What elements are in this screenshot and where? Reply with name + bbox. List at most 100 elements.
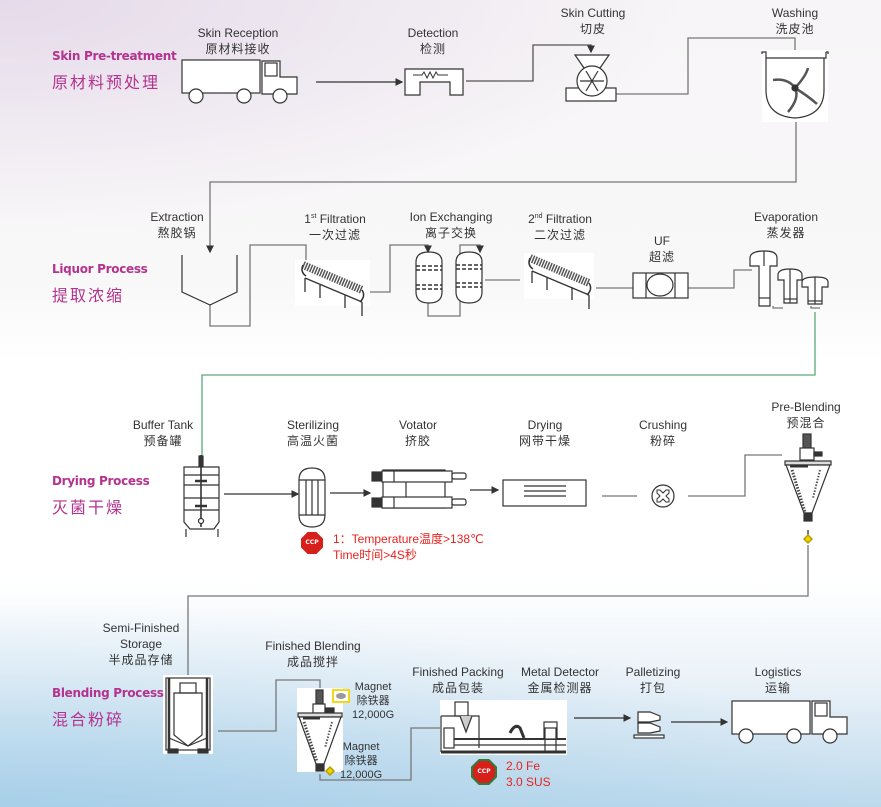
magnet-note-upper: Magnet 除铁器 12,000G: [352, 680, 394, 722]
step-cn: 洗皮池: [775, 22, 815, 36]
stage-en-label: Blending Process: [52, 686, 164, 700]
step-ion-exchanging: Ion Exchanging 离子交换: [410, 209, 493, 241]
flow-filter1-to-ion1: [368, 244, 432, 293]
ccp-note-metal-detection: 2.0 Fe 3.0 SUS: [506, 758, 551, 790]
step-cn: 打包: [639, 681, 667, 695]
stage-drying-process: Drying Process 灭菌干燥: [52, 474, 150, 518]
step-en: Buffer Tank: [132, 418, 194, 432]
magnet-strength: 12,000G: [340, 769, 383, 781]
cone-mixer-icon: [784, 433, 832, 522]
ccp-note-sterilizing: 1：Temperature温度>138℃ Time时间>4S秒: [333, 531, 484, 563]
step-en: Finished Packing: [412, 665, 504, 679]
filter-icon: [524, 253, 594, 309]
step-washing: Washing 洗皮池: [772, 5, 818, 37]
step-detection: Detection 检测: [408, 25, 459, 57]
truck-icon: [181, 59, 298, 104]
ccp-note-line: 1：Temperature温度>138℃: [333, 532, 484, 546]
step-pre-blending: Pre-Blending 预混合: [771, 399, 840, 431]
magnet-en: Magnet: [354, 681, 392, 693]
flow-evaporation-to-buffer-tank: [201, 312, 816, 460]
step-semi-finished-storage: Semi-Finished Storage 半成品存储: [103, 620, 180, 668]
step-cn: 粉碎: [649, 434, 676, 448]
step-cn: 高温火菌: [286, 434, 339, 448]
step-crushing: Crushing 粉碎: [639, 417, 687, 449]
magnet-cn: 除铁器: [356, 695, 390, 707]
magnet-note-lower: Magnet 除铁器 12,000G: [340, 740, 382, 782]
washing-tank-icon: [761, 50, 829, 122]
flow-crusher-to-preblending: [688, 454, 782, 497]
ccp-badge-icon: CCP: [473, 761, 495, 783]
step-cn: 成品搅拌: [286, 655, 339, 669]
step-en: Palletizing: [625, 665, 681, 679]
flow-extraction-to-filter1: [209, 244, 307, 327]
step-en: Semi-Finished: [102, 621, 180, 635]
step-en: Skin Reception: [197, 26, 279, 40]
pallet-icon: [633, 711, 665, 739]
ccp-note-line: 2.0 Fe: [506, 759, 541, 773]
step-skin-cutting: Skin Cutting 切皮: [561, 5, 626, 37]
step-uf: UF 超滤: [649, 233, 675, 265]
flow-storage-to-finished-blending: [218, 679, 321, 732]
crusher-icon: [651, 484, 675, 508]
step-filtration-2: 2nd Filtration 二次过滤: [528, 209, 592, 243]
ultrafilter-icon: [632, 272, 689, 299]
stage-liquor-process: Liquor Process 提取浓缩: [52, 262, 148, 306]
stage-cn-label: 提取浓缩: [52, 288, 125, 305]
flow-cutting-to-washing: [616, 37, 796, 95]
step-cn: 熬胶锅: [157, 226, 197, 240]
step-en: Pre-Blending: [771, 400, 841, 414]
stage-cn-label: 混合粉碎: [52, 712, 125, 729]
step-cn: 挤胶: [404, 434, 431, 448]
step-cn: 半成品存储: [108, 653, 174, 667]
step-cn: 原材料接收: [205, 42, 271, 56]
step-cn: 金属检测器: [527, 681, 593, 695]
step-skin-reception: Skin Reception 原材料接收: [198, 25, 279, 57]
step-en-2: Storage: [119, 637, 163, 651]
filter-icon: [295, 260, 370, 316]
step-en: Votator: [398, 418, 438, 432]
ion-exchange-tanks-icon: [415, 251, 483, 304]
step-en: Metal Detector: [520, 665, 600, 679]
truck-icon: [731, 700, 848, 744]
step-cn: 运输: [764, 681, 791, 695]
flow-uf-to-evaporation: [688, 269, 752, 289]
step-en: Logistics: [754, 665, 802, 679]
valve-icon: [802, 533, 814, 545]
stage-skin-pretreatment: Skin Pre-treatment 原材料预处理: [52, 49, 177, 93]
step-cn: 成品包装: [431, 681, 485, 695]
flow-preblending-to-storage: [187, 545, 809, 680]
ccp-badge-icon: CCP: [301, 532, 323, 554]
step-en: Ion Exchanging: [409, 210, 493, 224]
flow-detection-to-cutting: [466, 44, 595, 82]
background-tint-top: [0, 0, 881, 300]
step-cn: 离子交换: [424, 226, 478, 240]
buffer-tank-icon: [183, 455, 220, 537]
storage-silo-icon: [163, 675, 213, 754]
flow-washing-to-extraction: [206, 120, 797, 254]
stage-en-label: Skin Pre-treatment: [52, 49, 177, 63]
evaporator-icon: [749, 250, 829, 307]
step-palletizing: Palletizing 打包: [626, 664, 681, 696]
step-sterilizing: Sterilizing 高温火菌: [287, 417, 339, 449]
step-cn: 超滤: [648, 250, 676, 264]
step-cn: 检测: [419, 42, 447, 56]
step-en: Detection: [407, 26, 459, 40]
votator-icon: [371, 469, 467, 509]
step-cn: 预备罐: [143, 434, 183, 448]
step-filtration-1: 1st Filtration 一次过滤: [304, 209, 366, 243]
magnet-icon: [332, 689, 350, 703]
ccp-note-line: 3.0 SUS: [506, 775, 551, 789]
step-logistics: Logistics 运输: [755, 664, 802, 696]
step-buffer-tank: Buffer Tank 预备罐: [133, 417, 193, 449]
flow-blending-to-packing: [319, 727, 440, 781]
step-cn: 预混合: [786, 416, 826, 430]
step-finished-blending: Finished Blending 成品搅拌: [265, 638, 360, 670]
step-en: Skin Cutting: [560, 6, 626, 20]
step-en: Finished Blending: [265, 639, 361, 653]
magnet-cn: 除铁器: [344, 755, 378, 767]
step-en: UF: [653, 234, 670, 248]
step-en: 2nd Filtration: [528, 212, 592, 226]
cutter-icon: [565, 54, 617, 102]
detector-icon: [404, 68, 464, 96]
